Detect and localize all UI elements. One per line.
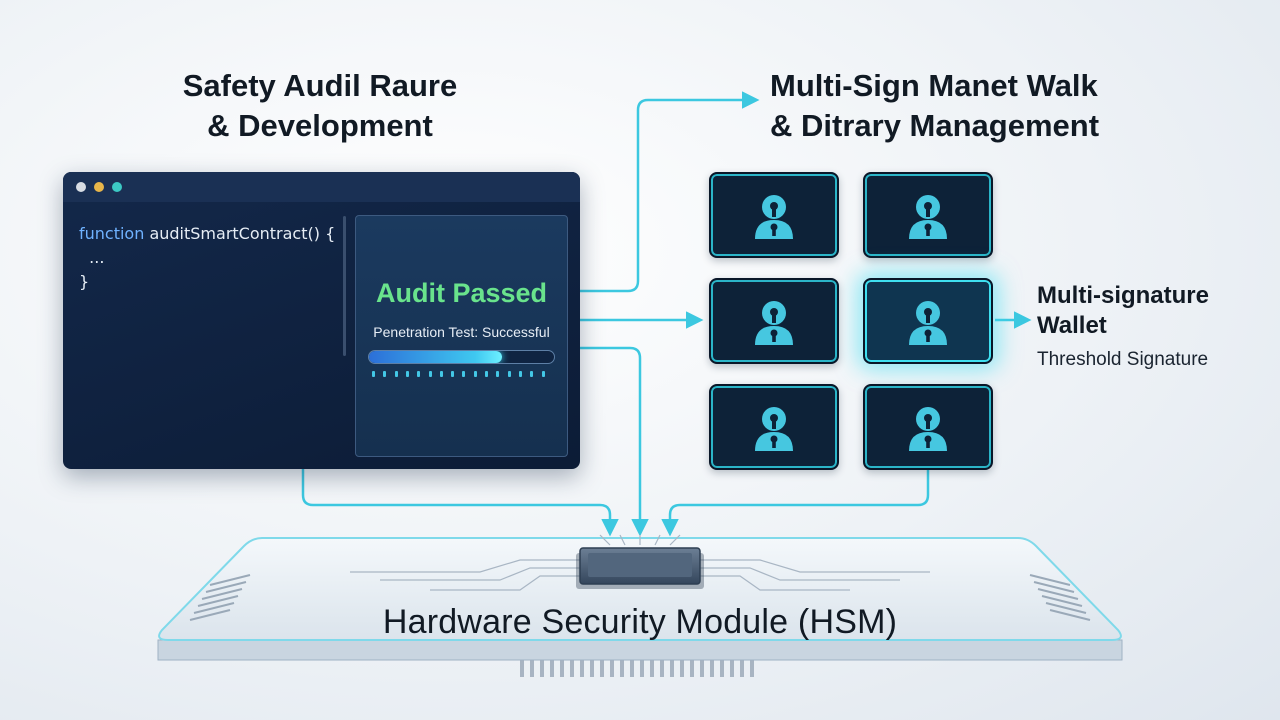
progress-tick xyxy=(462,371,466,377)
signer-tile[interactable] xyxy=(863,172,993,258)
hsm-chip-face xyxy=(588,553,692,577)
progress-tick xyxy=(372,371,375,377)
progress-tick xyxy=(496,371,500,377)
hsm-bottom-pins xyxy=(520,655,754,677)
code-line: function auditSmartContract() { xyxy=(79,222,335,246)
hsm-circuit-traces xyxy=(350,534,930,591)
audit-section-heading: Safety Audil Raure & Development xyxy=(150,66,490,146)
multisign-heading-line2: & Ditrary Management xyxy=(770,108,1100,143)
code-text: } xyxy=(79,272,90,291)
progress-tick xyxy=(518,371,522,377)
progress-tick-row xyxy=(372,371,552,377)
editor-scrollbar[interactable] xyxy=(343,216,346,356)
window-close-dot[interactable] xyxy=(76,182,86,192)
wallet-label-line2: Wallet xyxy=(1037,312,1107,339)
progress-tick xyxy=(428,371,432,377)
progress-tick xyxy=(541,371,545,377)
code-line: ... xyxy=(79,246,335,270)
progress-tick xyxy=(439,371,443,377)
progress-tick xyxy=(451,371,455,377)
multisign-section-heading: Multi-Sign Manet Walk & Ditrary Manageme… xyxy=(770,66,1099,146)
connector-signers-to-hsm xyxy=(661,469,930,537)
signer-tile[interactable] xyxy=(863,384,993,470)
connector-audit-to-hsm xyxy=(580,346,649,537)
progress-tick xyxy=(485,371,488,377)
progress-tick xyxy=(530,371,534,377)
signer-tile[interactable] xyxy=(709,384,839,470)
audit-heading-line1: Safety Audil Raure xyxy=(182,68,458,103)
user-lock-icon xyxy=(909,301,947,345)
audit-progress-fill xyxy=(369,351,503,363)
audit-heading-line2: & Development xyxy=(207,108,433,143)
window-maximize-dot[interactable] xyxy=(112,182,122,192)
hsm-edge-connectors xyxy=(189,574,1091,621)
threshold-signature-label: Threshold Signature xyxy=(1037,349,1209,370)
window-titlebar xyxy=(63,172,580,202)
code-text: auditSmartContract() { xyxy=(144,224,336,243)
code-block: function auditSmartContract() { ... } xyxy=(79,222,335,294)
user-lock-icon xyxy=(909,195,947,239)
signer-tile[interactable] xyxy=(709,278,839,364)
connector-code-to-hsm xyxy=(301,469,619,537)
user-lock-icon xyxy=(909,407,947,451)
audit-status-title: Audit Passed xyxy=(375,278,548,308)
audit-result-panel: Audit Passed Penetration Test: Successfu… xyxy=(355,215,568,457)
progress-tick xyxy=(473,371,477,377)
progress-tick xyxy=(394,371,398,377)
hsm-label: Hardware Security Module (HSM) xyxy=(382,603,898,641)
code-editor-window: function auditSmartContract() { ... } Au… xyxy=(63,172,580,469)
code-keyword: function xyxy=(79,224,145,243)
audit-progress-bar xyxy=(368,350,555,364)
wallet-label-line1: Multi-signature xyxy=(1037,282,1209,309)
user-lock-icon xyxy=(755,301,793,345)
hsm-board-side xyxy=(157,639,1123,661)
progress-tick xyxy=(507,371,511,377)
user-lock-icon xyxy=(755,195,793,239)
signer-tile[interactable] xyxy=(709,172,839,258)
code-line: } xyxy=(79,270,335,294)
audit-status-subtitle: Penetration Test: Successful xyxy=(373,324,550,340)
wallet-label: Multi-signature Wallet xyxy=(1037,281,1209,341)
progress-tick xyxy=(383,371,387,377)
progress-tick xyxy=(405,371,409,377)
progress-tick xyxy=(417,371,421,377)
multisign-heading-line1: Multi-Sign Manet Walk xyxy=(770,68,1098,103)
code-text: ... xyxy=(79,248,105,267)
signer-tile-active[interactable] xyxy=(863,278,993,364)
hsm-board-top xyxy=(158,537,1122,641)
window-minimize-dot[interactable] xyxy=(94,182,104,192)
connector-to-multisign-heading xyxy=(580,91,760,293)
user-lock-icon xyxy=(755,407,793,451)
